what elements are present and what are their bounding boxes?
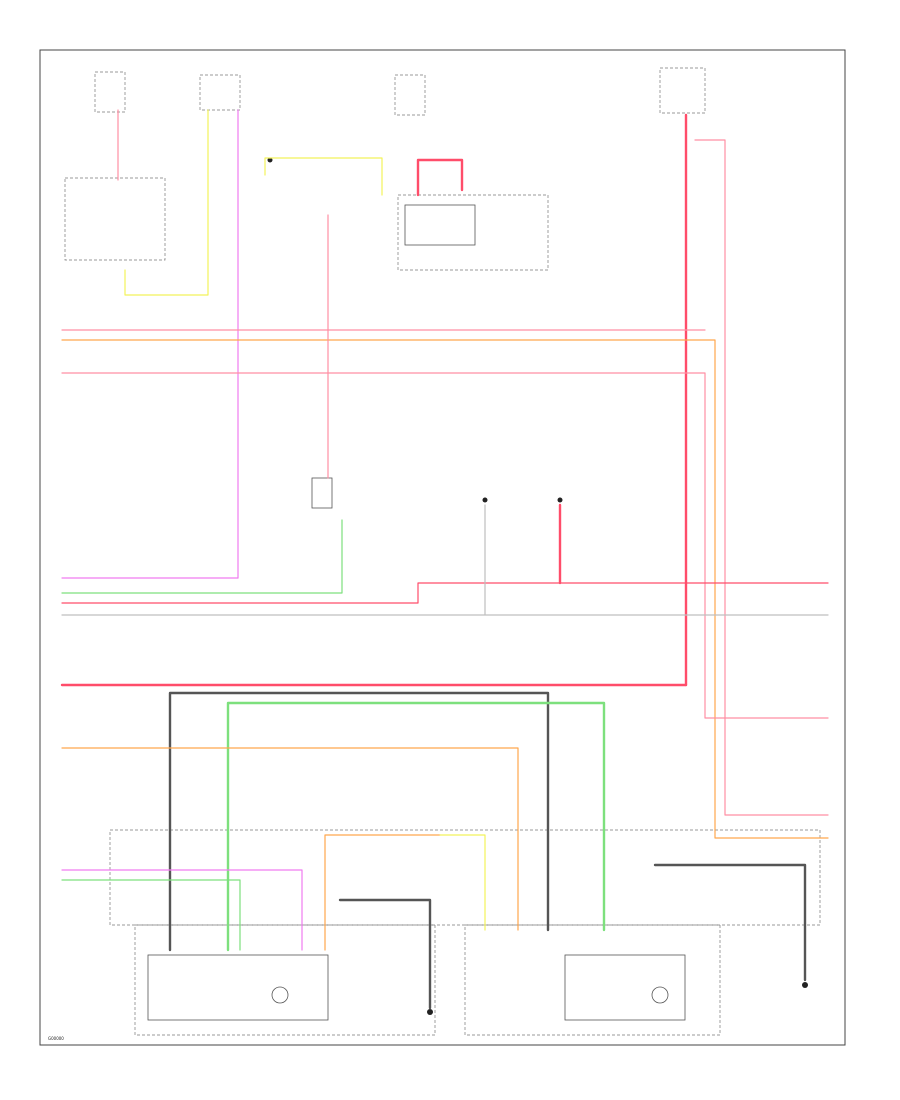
wire-orange-lower xyxy=(61,747,519,931)
left-motor-box xyxy=(134,924,436,1036)
wire-red-hot xyxy=(416,113,688,687)
right-motor-housing xyxy=(564,954,686,1021)
left-motor-icon xyxy=(271,986,289,1004)
wire-green-bottom xyxy=(61,879,241,951)
components xyxy=(64,67,821,1036)
splice-node-2 xyxy=(482,497,488,503)
ignition-switch-box xyxy=(64,177,166,261)
wire-red-bus-2 xyxy=(61,372,829,719)
fuse-block-right xyxy=(659,67,706,114)
wires xyxy=(60,109,829,1010)
relay-box xyxy=(397,194,549,271)
fuse-block-center xyxy=(394,74,426,116)
wire-yellow-bottom xyxy=(439,834,486,931)
wire-green-horizontal xyxy=(61,519,343,594)
connector-top xyxy=(199,74,241,111)
module-box xyxy=(109,829,821,926)
ground-symbol-right xyxy=(802,982,808,988)
wire-pink-right-vertical xyxy=(327,139,829,816)
wire-black-loop xyxy=(168,691,550,952)
wire-violet-bottom xyxy=(61,869,303,951)
splice-node-1 xyxy=(267,157,273,163)
wire-red-thick-long xyxy=(60,503,688,687)
right-motor-icon xyxy=(651,986,669,1004)
wire-orange-bus xyxy=(61,339,829,839)
splice-node-3 xyxy=(557,497,563,503)
wire-yellow-ignition xyxy=(124,109,383,296)
right-motor-box xyxy=(464,924,721,1036)
wire-red-middle xyxy=(61,582,829,604)
wire-black-right xyxy=(338,863,807,1010)
footer-code: G00000 xyxy=(48,1036,64,1041)
relay-coil xyxy=(404,204,476,246)
diagram-frame xyxy=(39,49,846,1046)
ground-symbol-left xyxy=(427,1009,433,1015)
left-motor-housing xyxy=(147,954,329,1021)
wire-green-loop xyxy=(226,701,606,952)
wire-orange-bottom xyxy=(324,834,441,951)
sensor-symbol xyxy=(311,477,333,509)
fuse-block-left xyxy=(94,71,126,113)
wire-white-middle xyxy=(61,504,829,616)
